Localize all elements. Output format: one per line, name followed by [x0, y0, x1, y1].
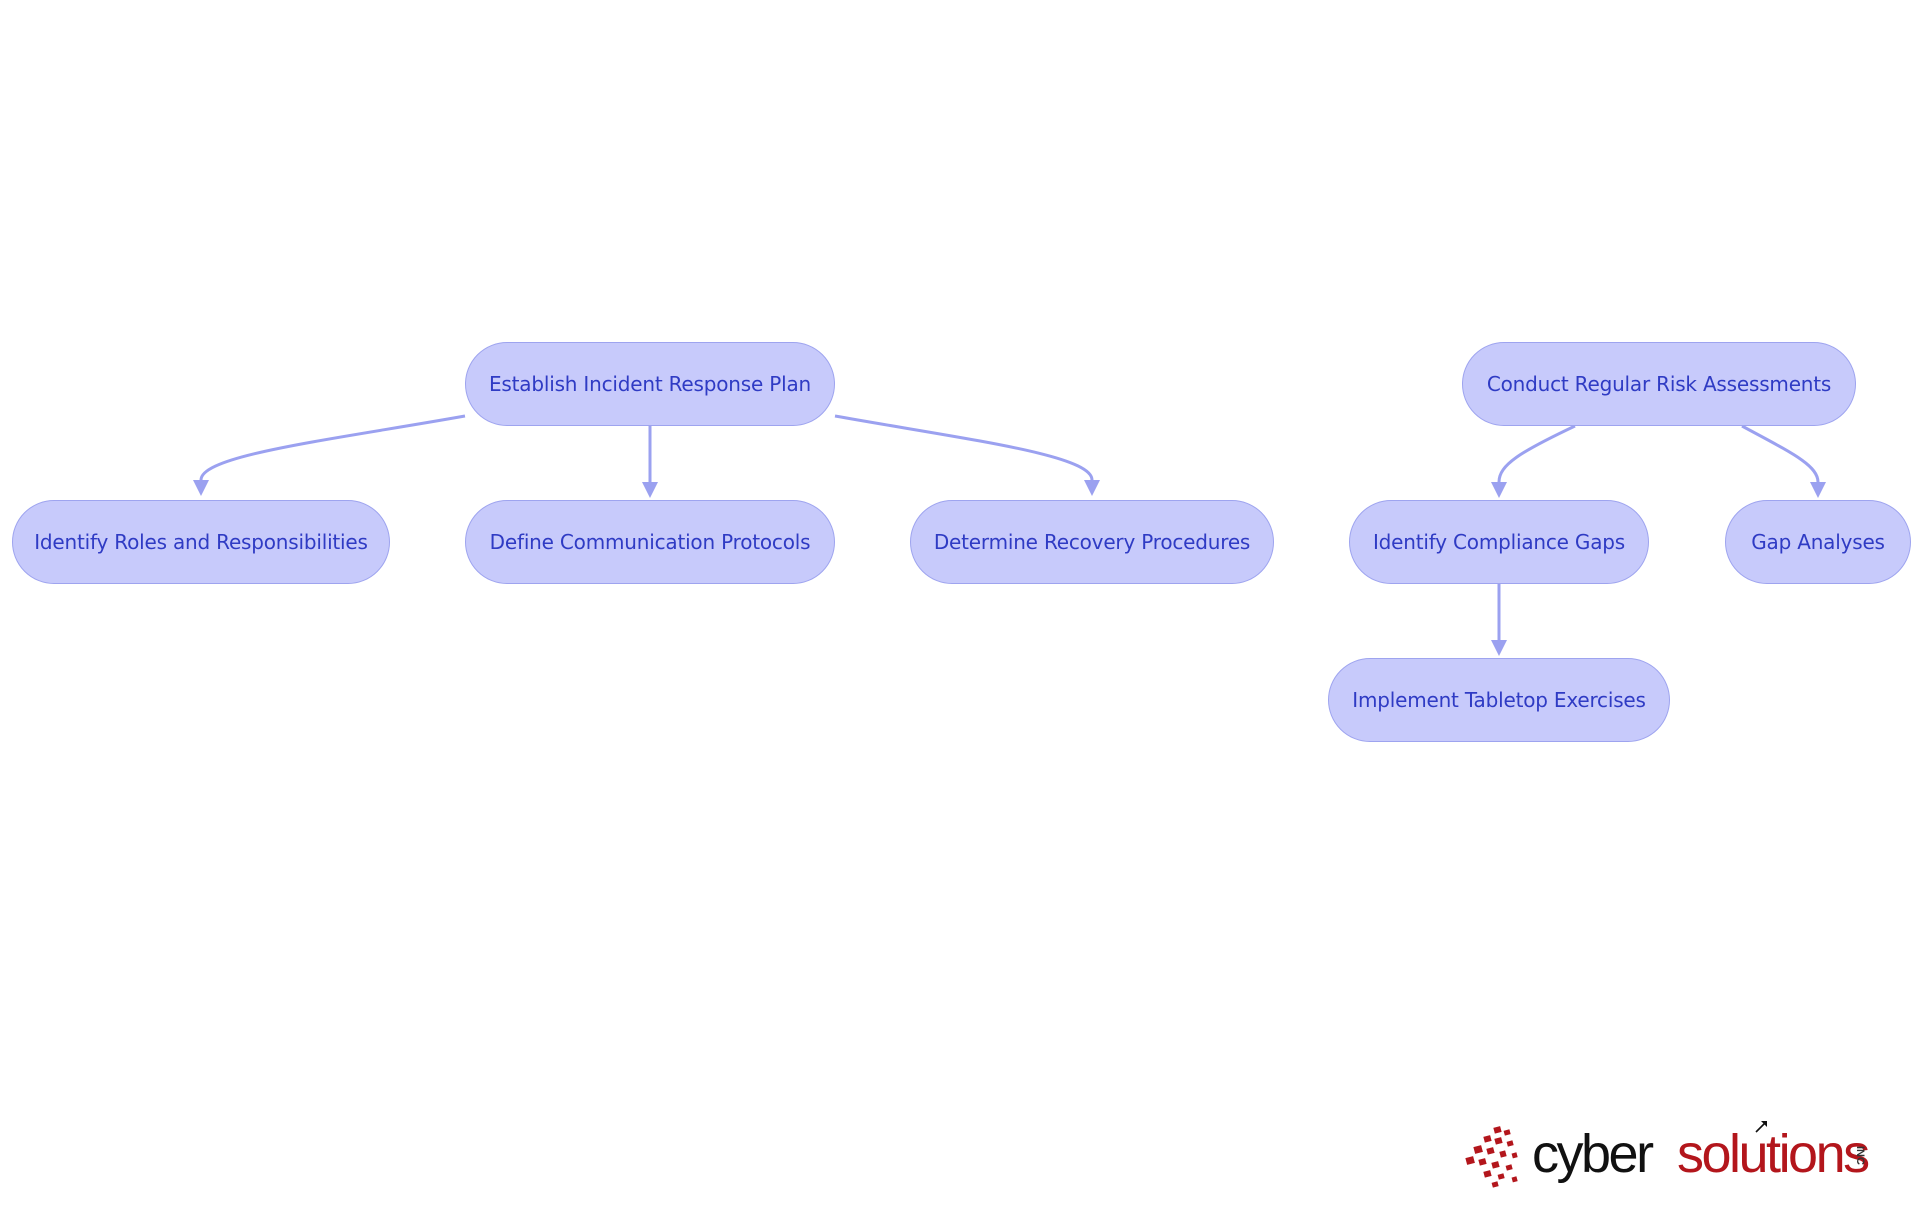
arrowhead-tabletop: [1491, 640, 1507, 656]
node-determine-recovery-procedures: Determine Recovery Procedures: [910, 500, 1274, 584]
edge-incident_plan-to-roles: [199, 414, 466, 481]
node-identify-compliance-gaps: Identify Compliance Gaps: [1349, 500, 1649, 584]
arrowhead-roles: [193, 480, 209, 496]
arrowhead-compliance: [1491, 482, 1507, 498]
arrowhead-gap: [1810, 482, 1826, 498]
edge-risk-to-compliance: [1497, 424, 1576, 483]
arrowhead-comms: [642, 482, 658, 498]
logo-word-cyber: cyber: [1532, 1124, 1654, 1184]
logo-inc-label: INC: [1854, 1146, 1866, 1165]
node-identify-roles-and-responsibilities: Identify Roles and Responsibilities: [12, 500, 390, 584]
arrowhead-recovery: [1084, 480, 1100, 496]
logo-pixel-mark-icon: [1465, 1126, 1518, 1188]
edge-risk-to-gap: [1741, 424, 1820, 483]
node-conduct-regular-risk-assessments: Conduct Regular Risk Assessments: [1462, 342, 1856, 426]
node-establish-incident-response-plan: Establish Incident Response Plan: [465, 342, 835, 426]
node-define-communication-protocols: Define Communication Protocols: [465, 500, 835, 584]
edge-incident_plan-to-recovery: [834, 414, 1094, 481]
logo-word-solutions: solutions: [1677, 1124, 1870, 1184]
cybersolutions-logo: cyber solutions INC: [1462, 1121, 1882, 1194]
node-implement-tabletop-exercises: Implement Tabletop Exercises: [1328, 658, 1670, 742]
logo-arrow-icon: [1755, 1121, 1767, 1133]
node-gap-analyses: Gap Analyses: [1725, 500, 1911, 584]
